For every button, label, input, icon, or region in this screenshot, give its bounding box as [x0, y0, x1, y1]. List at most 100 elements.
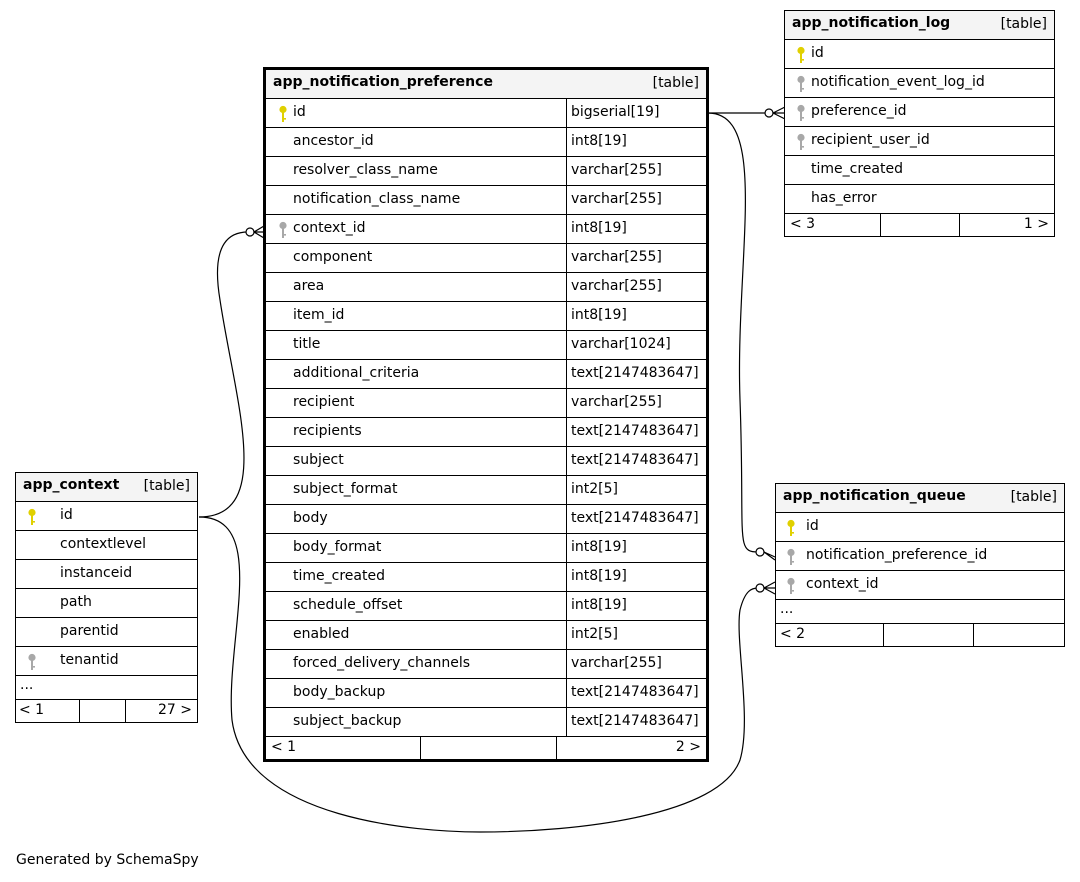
- parents-count[interactable]: < 1: [271, 739, 297, 755]
- column-row[interactable]: instanceid: [16, 560, 197, 589]
- column-name: title: [293, 336, 321, 352]
- column-type: text[2147483647]: [571, 684, 699, 700]
- column-row[interactable]: item_id int8[19]: [266, 302, 706, 331]
- edge-context-preference: [198, 231, 249, 518]
- primary-key-icon: [27, 508, 37, 526]
- primary-key-icon: [278, 105, 288, 123]
- more-columns: ...: [16, 676, 197, 700]
- column-name: time_created: [811, 161, 903, 177]
- column-type: int8[19]: [571, 307, 627, 323]
- column-list: id notification_preference_id context_id: [776, 513, 1064, 600]
- column-row[interactable]: id: [785, 40, 1054, 69]
- table-header: app_notification_preference [table]: [266, 70, 706, 99]
- column-row[interactable]: context_id: [776, 571, 1064, 600]
- table-footer: < 2: [776, 624, 1064, 646]
- column-row[interactable]: recipient_user_id: [785, 127, 1054, 156]
- edge-end-circle: [755, 583, 765, 593]
- column-row[interactable]: preference_id: [785, 98, 1054, 127]
- children-count[interactable]: 2 >: [675, 739, 701, 755]
- column-name: context_id: [806, 576, 879, 592]
- edge-preference-queue: [707, 112, 759, 553]
- primary-key-icon: [786, 519, 796, 537]
- column-type: text[2147483647]: [571, 423, 699, 439]
- foreign-key-icon: [278, 221, 288, 239]
- column-row[interactable]: parentid: [16, 618, 197, 647]
- column-name: ancestor_id: [293, 133, 374, 149]
- children-count[interactable]: 1 >: [1023, 216, 1049, 232]
- column-row[interactable]: id: [776, 513, 1064, 542]
- parents-count[interactable]: < 1: [19, 702, 45, 718]
- column-type: int8[19]: [571, 568, 627, 584]
- column-row[interactable]: tenantid: [16, 647, 197, 676]
- table-name: app_notification_preference: [273, 74, 493, 90]
- table-name: app_context: [23, 477, 120, 493]
- column-name: time_created: [293, 568, 385, 584]
- column-row[interactable]: contextlevel: [16, 531, 197, 560]
- column-row[interactable]: recipient varchar[255]: [266, 389, 706, 418]
- column-row[interactable]: notification_event_log_id: [785, 69, 1054, 98]
- foreign-key-icon: [27, 653, 37, 671]
- parents-count[interactable]: < 3: [790, 216, 816, 232]
- column-name: contextlevel: [60, 536, 147, 552]
- column-name: has_error: [811, 190, 877, 206]
- column-type: int2[5]: [571, 481, 618, 497]
- column-row[interactable]: body_backup text[2147483647]: [266, 679, 706, 708]
- table-header: app_notification_log [table]: [785, 11, 1054, 40]
- column-row[interactable]: has_error: [785, 185, 1054, 214]
- column-name: id: [293, 104, 306, 120]
- column-row[interactable]: notification_preference_id: [776, 542, 1064, 571]
- children-count[interactable]: 27 >: [158, 702, 192, 718]
- column-type: varchar[255]: [571, 394, 662, 410]
- column-name: item_id: [293, 307, 345, 323]
- column-type: int8[19]: [571, 597, 627, 613]
- column-row[interactable]: component varchar[255]: [266, 244, 706, 273]
- column-name: subject_format: [293, 481, 398, 497]
- foreign-key-icon: [796, 75, 806, 93]
- column-row[interactable]: time_created: [785, 156, 1054, 185]
- parents-count[interactable]: < 2: [780, 626, 806, 642]
- column-name: subject: [293, 452, 344, 468]
- column-name: body_backup: [293, 684, 386, 700]
- column-name: tenantid: [60, 652, 119, 668]
- column-name: recipient: [293, 394, 355, 410]
- column-row[interactable]: path: [16, 589, 197, 618]
- column-name: area: [293, 278, 325, 294]
- column-name: forced_delivery_channels: [293, 655, 471, 671]
- column-row[interactable]: title varchar[1024]: [266, 331, 706, 360]
- column-type: varchar[255]: [571, 191, 662, 207]
- column-name: component: [293, 249, 373, 265]
- column-row[interactable]: id: [16, 502, 197, 531]
- foreign-key-icon: [796, 104, 806, 122]
- column-row[interactable]: subject_format int2[5]: [266, 476, 706, 505]
- column-type: int8[19]: [571, 220, 627, 236]
- table-header: app_notification_queue [table]: [776, 484, 1064, 513]
- column-type: varchar[255]: [571, 249, 662, 265]
- foreign-key-icon: [786, 548, 796, 566]
- more-columns: ...: [776, 600, 1064, 624]
- column-name: id: [806, 518, 819, 534]
- column-type: varchar[1024]: [571, 336, 671, 352]
- table-type: [table]: [1010, 489, 1057, 505]
- column-row[interactable]: time_created int8[19]: [266, 563, 706, 592]
- table-app-notification-queue[interactable]: app_notification_queue [table] id notific…: [775, 483, 1065, 647]
